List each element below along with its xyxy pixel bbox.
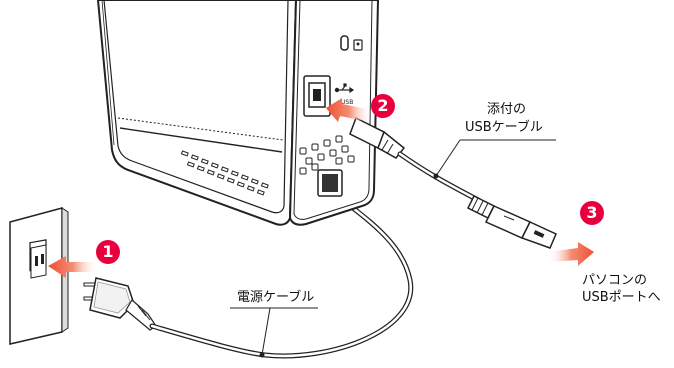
- step-3-badge: 3: [580, 201, 604, 225]
- arrow-step2: [326, 98, 372, 122]
- usb-cable-label-line2: USBケーブル: [465, 120, 543, 135]
- usb-a-connector: [466, 194, 557, 249]
- pc-port-label-line1: パソコンの: [582, 273, 648, 288]
- usb-cable-label-line1: 添付の: [487, 102, 527, 117]
- pc-port-label-line2: USBポートへ: [582, 290, 661, 305]
- step-2-badge: 2: [371, 94, 395, 118]
- power-cable-label: 電源ケーブル: [237, 290, 315, 305]
- usb-port-label: USB: [341, 99, 353, 106]
- power-plug: [83, 277, 157, 331]
- wall-outlet: [9, 207, 69, 345]
- usb-symbol-icon: [334, 83, 355, 94]
- arrow-step3: [548, 242, 594, 266]
- arrow-step1: [48, 256, 98, 278]
- lock-icon: [340, 35, 363, 51]
- callout-line-power-cable: [261, 307, 271, 356]
- step-1-badge: 1: [96, 240, 120, 264]
- callout-line-usb-cable: [435, 139, 461, 177]
- usb-b-connector: [349, 116, 406, 159]
